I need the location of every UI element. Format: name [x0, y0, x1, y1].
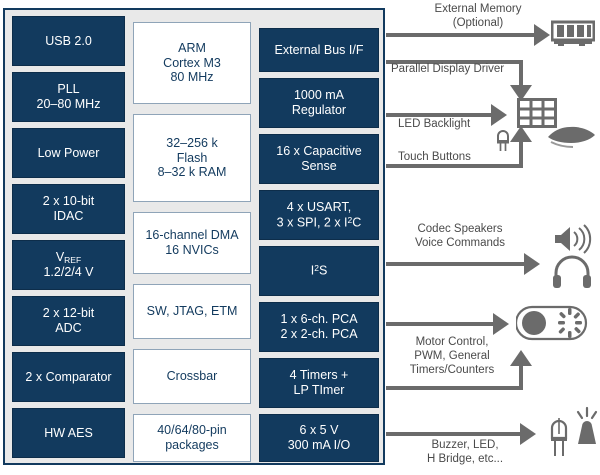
block-crossbar[interactable]: Crossbar — [133, 349, 251, 404]
block-label: 2 x Comparator — [25, 369, 112, 384]
block-label: External Bus I/F — [274, 42, 364, 57]
block-label: 16-channel DMA 16 NVICs — [145, 228, 239, 257]
block-timers[interactable]: 4 Timers + LP TImer — [259, 358, 379, 408]
buzzer-icon — [576, 406, 598, 444]
arrow-motor-head-up — [510, 350, 532, 366]
block-capacitive-sense[interactable]: 16 x Capacitive Sense — [259, 134, 379, 184]
block-label: Crossbar — [166, 369, 218, 384]
block-label: 2 x 12-bit ADC — [42, 306, 95, 335]
block-label: HW AES — [44, 425, 93, 440]
block-comparator[interactable]: 2 x Comparator — [12, 352, 125, 402]
arrow-buzzer-head — [520, 423, 536, 445]
arrow-motor-line-v — [519, 364, 523, 388]
label-parallel-display-driver: Parallel Display Driver — [391, 63, 505, 75]
label-led-backlight: LED Backlight — [398, 118, 471, 130]
speaker-icon — [555, 224, 592, 254]
mcu-panel: USB 2.0 PLL 20–80 MHz Low Power 2 x 10-b… — [3, 8, 385, 465]
block-io-5v[interactable]: 6 x 5 V 300 mA I/O — [259, 414, 379, 462]
arrow-parallel-display-head — [510, 85, 532, 101]
block-label: Low Power — [37, 145, 100, 160]
label-external-memory: External Memory (Optional) — [434, 3, 522, 30]
block-label: PLL 20–80 MHz — [36, 82, 101, 111]
label-motor-control: Motor Control, PWM, General Timers/Count… — [409, 336, 495, 377]
block-pll[interactable]: PLL 20–80 MHz — [12, 72, 125, 122]
block-label: 1000 mA Regulator — [291, 88, 347, 117]
arrow-external-memory-head — [534, 24, 550, 46]
arrow-buzzer-line — [386, 432, 522, 436]
block-flash-ram[interactable]: 32–256 k Flash 8–32 k RAM — [133, 114, 251, 202]
block-label: 1 x 6-ch. PCA 2 x 2-ch. PCA — [280, 312, 358, 341]
right-column: External Bus I/F 1000 mA Regulator 16 x … — [259, 16, 379, 462]
arrow-codec-head — [524, 253, 540, 275]
arrow-parallel-display-line-h — [386, 60, 523, 64]
arrow-external-memory-line — [386, 33, 536, 37]
block-label: ARM Cortex M3 80 MHz — [163, 40, 221, 85]
block-pca[interactable]: 1 x 6-ch. PCA 2 x 2-ch. PCA — [259, 302, 379, 352]
arrow-parallel-display-line-v — [519, 60, 523, 87]
block-dma-nvic[interactable]: 16-channel DMA 16 NVICs — [133, 212, 251, 274]
block-label: 6 x 5 V 300 mA I/O — [287, 423, 351, 452]
block-label: SW, JTAG, ETM — [146, 304, 238, 319]
block-label: 40/64/80-pin packages — [157, 423, 227, 452]
block-hw-aes[interactable]: HW AES — [12, 408, 125, 458]
left-column: USB 2.0 PLL 20–80 MHz Low Power 2 x 10-b… — [12, 16, 125, 458]
block-label: 4 Timers + LP TImer — [289, 368, 349, 397]
motor-belt-icon — [516, 305, 588, 341]
block-i2s[interactable]: I2S — [259, 246, 379, 296]
label-touch-buttons: Touch Buttons — [398, 151, 471, 163]
block-label: 4 x USART,3 x SPI, 2 x I2C — [276, 199, 362, 230]
block-label: USB 2.0 — [45, 33, 92, 48]
arrow-led-backlight-line — [386, 113, 493, 117]
block-serial-if[interactable]: 4 x USART,3 x SPI, 2 x I2C — [259, 190, 379, 240]
arrow-touch-buttons-head — [510, 126, 532, 142]
block-regulator[interactable]: 1000 mA Regulator — [259, 78, 379, 128]
arrow-led-backlight-head — [491, 104, 507, 126]
block-label: 2 x 10-bit IDAC — [42, 194, 95, 223]
arrow-touch-buttons-line-v — [519, 140, 523, 166]
arrow-motor-line-h — [386, 386, 523, 390]
block-external-bus[interactable]: External Bus I/F — [259, 28, 379, 72]
middle-column: ARM Cortex M3 80 MHz 32–256 k Flash 8–32… — [133, 16, 251, 462]
block-adc[interactable]: 2 x 12-bit ADC — [12, 296, 125, 346]
block-low-power[interactable]: Low Power — [12, 128, 125, 178]
block-label: 32–256 k Flash 8–32 k RAM — [157, 135, 227, 180]
arrow-touch-buttons-line-h — [386, 164, 523, 168]
block-packages[interactable]: 40/64/80-pin packages — [133, 414, 251, 462]
led-lamp-icon — [550, 418, 568, 456]
block-label: I2S — [310, 263, 328, 278]
block-label: 16 x Capacitive Sense — [276, 144, 362, 173]
arrow-codec-line — [386, 262, 526, 266]
block-usb[interactable]: USB 2.0 — [12, 16, 125, 66]
display-grid-icon — [517, 98, 557, 128]
memory-module-icon — [551, 20, 595, 46]
block-arm-cortex[interactable]: ARM Cortex M3 80 MHz — [133, 22, 251, 104]
led-icon — [497, 130, 509, 151]
label-codec-speakers: Codec Speakers Voice Commands — [414, 223, 506, 250]
label-buzzer-led: Buzzer, LED, H Bridge, etc... — [426, 439, 504, 466]
block-debug-if[interactable]: SW, JTAG, ETM — [133, 284, 251, 339]
hand-touch-icon — [548, 126, 595, 148]
arrow-motor-line-top — [386, 322, 495, 326]
arrow-motor-head-top — [493, 313, 509, 335]
block-idac[interactable]: 2 x 10-bit IDAC — [12, 184, 125, 234]
headphones-icon — [553, 255, 591, 288]
